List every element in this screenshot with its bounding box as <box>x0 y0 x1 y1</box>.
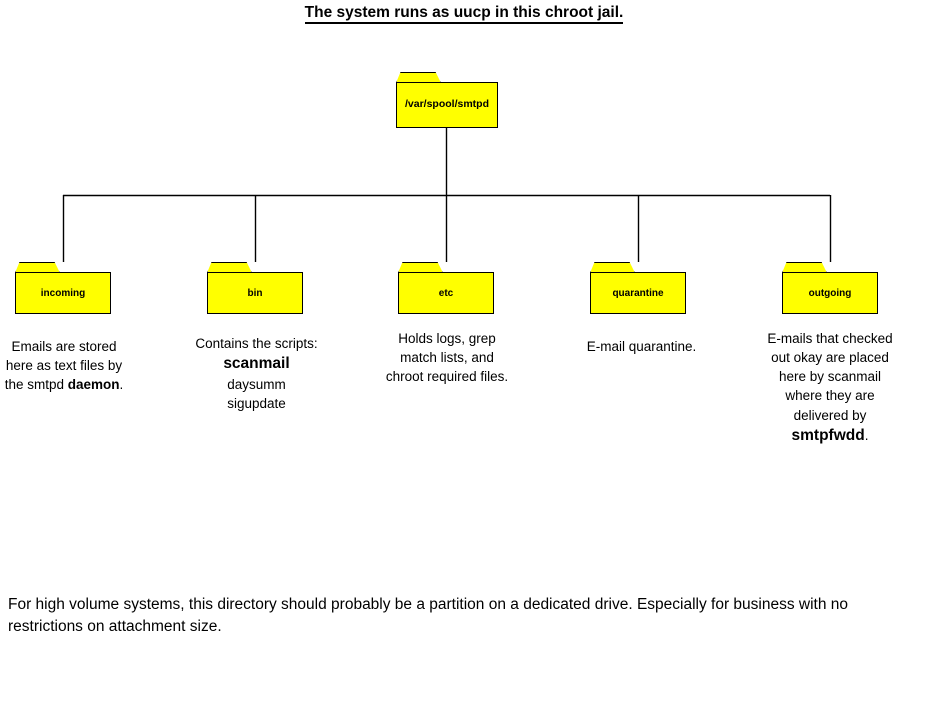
caption-incoming-emphasis: daemon <box>67 377 120 393</box>
folder-body: quarantine <box>590 272 686 314</box>
caption-bin-script-third: sigupdate <box>227 396 286 412</box>
caption-incoming-tail: . <box>119 377 124 393</box>
caption-outgoing-text: E-mails that checked out okay are placed… <box>767 331 893 423</box>
caption-incoming: Emails are stored here as text files by … <box>0 337 128 394</box>
folder-node-incoming[interactable]: incoming <box>15 262 111 314</box>
folder-label-incoming: incoming <box>40 287 86 299</box>
folder-label-etc: etc <box>438 287 454 299</box>
caption-outgoing: E-mails that checked out okay are placed… <box>765 329 895 447</box>
caption-incoming-text: Emails are stored here as text files by … <box>4 339 123 393</box>
caption-bin-script-second: daysumm <box>227 377 286 393</box>
caption-bin: Contains the scripts: scanmail daysumm s… <box>174 334 339 413</box>
caption-etc: Holds logs, grep match lists, and chroot… <box>383 329 511 386</box>
folder-body: etc <box>398 272 494 314</box>
caption-outgoing-tail: . <box>864 427 869 443</box>
folder-node-outgoing[interactable]: outgoing <box>782 262 878 314</box>
footer-note: For high volume systems, this directory … <box>8 596 849 636</box>
folder-node-bin[interactable]: bin <box>207 262 303 314</box>
folder-label-root: /var/spool/smtpd <box>404 98 489 111</box>
folder-node-etc[interactable]: etc <box>398 262 494 314</box>
folder-label-outgoing: outgoing <box>808 287 852 299</box>
caption-outgoing-emphasis: smtpfwdd <box>791 426 865 444</box>
caption-bin-lead: Contains the scripts: <box>195 336 318 351</box>
page-title: The system runs as uucp in this chroot j… <box>0 4 928 24</box>
folder-label-quarantine: quarantine <box>612 287 664 299</box>
folder-body: incoming <box>15 272 111 314</box>
caption-etc-text: Holds logs, grep match lists, and chroot… <box>385 331 509 385</box>
folder-label-bin: bin <box>247 287 263 299</box>
folder-body: /var/spool/smtpd <box>396 82 498 128</box>
folder-body: bin <box>207 272 303 314</box>
caption-quarantine: E-mail quarantine. <box>564 337 719 356</box>
caption-quarantine-text: E-mail quarantine. <box>586 339 697 354</box>
page-title-text: The system runs as uucp in this chroot j… <box>304 4 624 24</box>
folder-node-quarantine[interactable]: quarantine <box>590 262 686 314</box>
folder-node-root[interactable]: /var/spool/smtpd <box>396 72 498 128</box>
caption-bin-script-primary: scanmail <box>223 355 290 373</box>
folder-body: outgoing <box>782 272 878 314</box>
